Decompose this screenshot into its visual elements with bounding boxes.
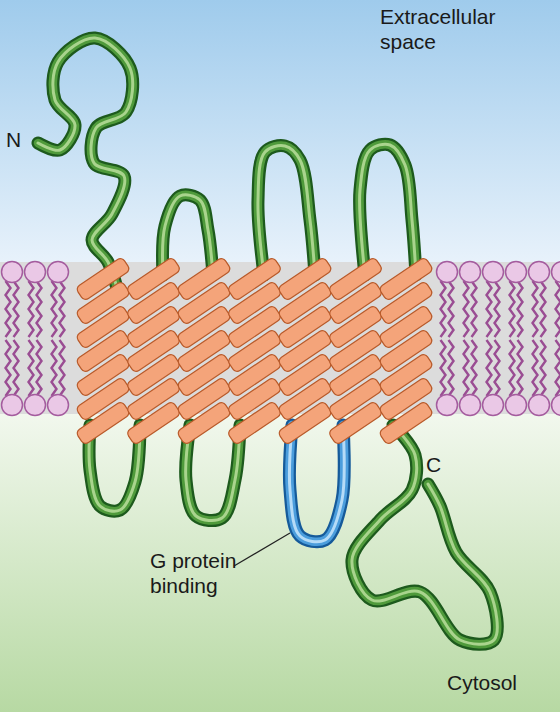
lipid-tail	[487, 340, 492, 396]
lipid-head	[483, 395, 504, 416]
lipid-tail	[29, 281, 34, 337]
lipid-head	[529, 262, 550, 283]
text-label: C	[426, 452, 456, 477]
chain-segment	[258, 146, 315, 275]
chain-segment	[258, 146, 315, 275]
lipid-tail	[14, 340, 19, 396]
lipid-head	[25, 262, 46, 283]
lipid-tail	[29, 340, 34, 396]
chain-segment	[38, 38, 133, 292]
lipid-tail	[60, 281, 65, 337]
chain-segment	[352, 425, 497, 644]
lipid-tail	[495, 340, 500, 396]
helix-turn	[378, 401, 433, 446]
lipid-tail	[556, 281, 560, 337]
lipid-tail	[37, 340, 42, 396]
helix-turn	[126, 401, 181, 446]
lipid-tail	[556, 340, 560, 396]
lipid-tail	[441, 281, 446, 337]
lipid-head	[552, 395, 560, 416]
lipid-tail	[449, 340, 454, 396]
leader-line	[234, 533, 290, 566]
lipid-tail	[533, 281, 538, 337]
lipid-tail	[6, 281, 11, 337]
chain-segment	[38, 38, 133, 292]
lipid-tail	[441, 340, 446, 396]
lipid-head	[460, 395, 481, 416]
text-label: Extracellular space	[380, 4, 530, 54]
lipid-tail	[464, 281, 469, 337]
lipid-head	[552, 262, 560, 283]
lipid-head	[48, 395, 69, 416]
polypeptide-chain	[38, 38, 497, 644]
lipid-tail	[541, 281, 546, 337]
cytosol-region	[0, 412, 560, 712]
lipid-tail	[495, 281, 500, 337]
chain-segment	[360, 144, 416, 275]
lipid-tail	[472, 340, 477, 396]
helix-turn	[75, 401, 130, 446]
lipid-head	[48, 262, 69, 283]
text-label: G protein binding	[150, 548, 260, 598]
lipid-tail	[518, 281, 523, 337]
lipid-tail	[487, 281, 492, 337]
chain-segment	[38, 38, 133, 292]
helix-turn	[328, 401, 383, 446]
lipid-tail	[6, 340, 11, 396]
transmembrane-helices	[75, 257, 433, 446]
lipid-head	[506, 262, 527, 283]
lipid-tail	[14, 281, 19, 337]
text-label: Cytosol	[447, 670, 557, 695]
chain-segment	[352, 425, 497, 644]
lipid-head	[25, 395, 46, 416]
lipid-head	[437, 395, 458, 416]
lipid-tail	[449, 281, 454, 337]
lipid-tail	[60, 340, 65, 396]
text-label: N	[6, 127, 36, 152]
lipid-head	[460, 262, 481, 283]
helix-turn	[176, 401, 231, 446]
chain-segment	[352, 425, 497, 644]
lipid-tail	[464, 340, 469, 396]
lipid-tail	[533, 340, 538, 396]
lipid-tail	[510, 340, 515, 396]
lipid-head	[483, 262, 504, 283]
lipid-tail	[52, 340, 57, 396]
chain-segment	[360, 144, 416, 275]
lipid-head	[529, 395, 550, 416]
chain-segment	[360, 144, 416, 275]
lipid-tail	[52, 281, 57, 337]
lipid-tail	[518, 340, 523, 396]
lipid-tail	[510, 281, 515, 337]
helix-turn	[277, 401, 332, 446]
chain-segment	[258, 146, 315, 275]
lipid-head	[2, 395, 23, 416]
lipid-head	[2, 262, 23, 283]
lipid-tail	[472, 281, 477, 337]
helix-turn	[227, 401, 282, 446]
lipid-tail	[37, 281, 42, 337]
lipid-head	[437, 262, 458, 283]
lipid-tail	[541, 340, 546, 396]
lipid-head	[506, 395, 527, 416]
